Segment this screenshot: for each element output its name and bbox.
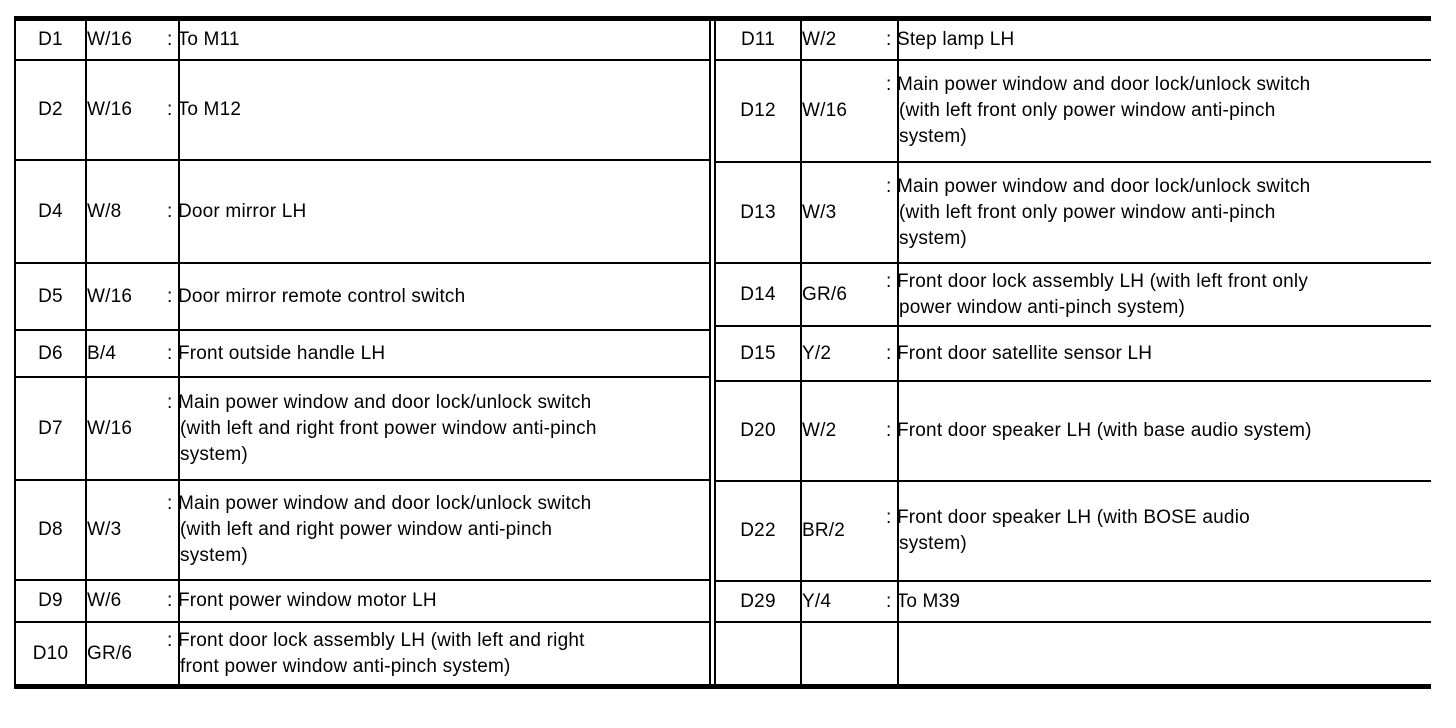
connector-code-cell: W/6 — [86, 579, 180, 622]
connector-id-cell: D7 — [15, 376, 87, 480]
connector-code-cell — [801, 621, 899, 684]
connector-id-cell: D29 — [715, 580, 802, 622]
connector-id-cell: D9 — [15, 579, 87, 622]
connector-description-cell: : Main power window and door lock/unlock… — [167, 479, 710, 580]
connector-id-cell: D2 — [15, 59, 87, 160]
connector-code-cell: W/16 — [86, 262, 180, 330]
connector-code-cell: GR/6 — [86, 621, 180, 684]
connector-code-cell: W/16 — [86, 21, 180, 60]
connector-id-cell: D20 — [715, 380, 802, 481]
connector-description-cell: : Front door satellite sensor LH — [886, 325, 1431, 381]
connector-description-cell: : To M12 — [167, 59, 710, 160]
connector-id-cell: D1 — [15, 21, 87, 60]
connector-id-cell: D15 — [715, 325, 802, 381]
connector-code-cell: W/2 — [801, 21, 899, 60]
connector-description-cell — [898, 621, 1431, 684]
connector-row-empty — [715, 621, 1431, 684]
connector-description-cell: : Front door lock assembly LH (with left… — [886, 262, 1431, 326]
connector-code-cell: W/16 — [801, 59, 899, 162]
connector-id-cell: D22 — [715, 480, 802, 581]
connector-code-cell: W/8 — [86, 159, 180, 263]
connector-code-cell: GR/6 — [801, 262, 899, 326]
connector-id-cell: D6 — [15, 329, 87, 377]
connector-description-cell: : Front outside handle LH — [167, 329, 710, 377]
connector-description-cell: : Front door lock assembly LH (with left… — [167, 621, 710, 684]
connector-code-cell: Y/2 — [801, 325, 899, 381]
connector-code-cell: W/2 — [801, 380, 899, 481]
connector-id-cell: D8 — [15, 479, 87, 580]
connector-description-cell: : Door mirror LH — [167, 159, 710, 263]
connector-code-cell: Y/4 — [801, 580, 899, 622]
connector-id-cell: D10 — [15, 621, 87, 684]
connector-code-cell: B/4 — [86, 329, 180, 377]
connector-id-cell: D11 — [715, 21, 802, 60]
connector-description-cell: : Main power window and door lock/unlock… — [886, 161, 1431, 263]
connector-code-cell: W/16 — [86, 59, 180, 160]
connector-description-cell: : Step lamp LH — [886, 29, 1015, 50]
connector-id-cell: D14 — [715, 262, 802, 326]
connector-description-cell: : Front door speaker LH (with base audio… — [886, 380, 1431, 481]
connector-id-cell: D12 — [715, 59, 802, 162]
connector-description-cell: : To M11 — [167, 29, 240, 50]
connector-code-cell: BR/2 — [801, 480, 899, 581]
connector-description-cell: : Front power window motor LH — [167, 579, 710, 622]
connector-description-cell: : Main power window and door lock/unlock… — [886, 59, 1431, 162]
connector-id-cell: D4 — [15, 159, 87, 263]
connector-id-cell: D13 — [715, 161, 802, 263]
connector-description-cell: : Main power window and door lock/unlock… — [167, 376, 710, 480]
connector-code-cell: W/3 — [801, 161, 899, 263]
connector-description-cell: : Front door speaker LH (with BOSE audio… — [886, 480, 1431, 581]
connector-description-cell: : Door mirror remote control switch — [167, 262, 710, 330]
connector-code-cell: W/3 — [86, 479, 180, 580]
connector-code-cell: W/16 — [86, 376, 180, 480]
connector-description-cell: : To M39 — [886, 580, 1431, 622]
connector-id-cell — [715, 621, 802, 684]
connector-id-cell: D5 — [15, 262, 87, 330]
